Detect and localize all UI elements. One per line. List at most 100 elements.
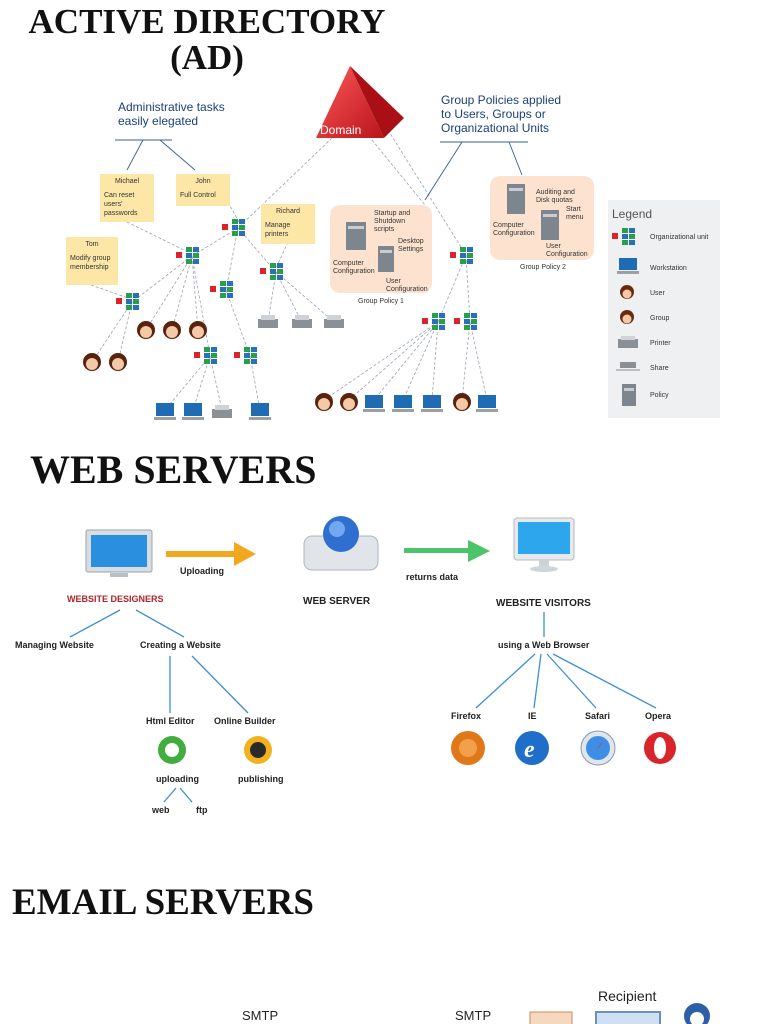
active-directory-title: ACTIVE DIRECTORY (AD): [28, 2, 386, 77]
website-designers-label: WEBSITE DESIGNERS: [67, 594, 164, 604]
ou-icon: [176, 247, 199, 264]
uploading-label: uploading: [156, 774, 199, 784]
note-name: Richard: [275, 208, 301, 215]
gp1-name: Group Policy 1: [358, 298, 404, 305]
legend-item: Organizational unit: [650, 234, 709, 241]
returns-data-arrow: [404, 540, 490, 562]
policy-icon: [622, 384, 636, 406]
printer-icon: [258, 315, 278, 328]
group-policies-note: Group Policies applied to Users, Groups …: [441, 93, 562, 135]
ftp-label: ftp: [196, 805, 208, 815]
user-icon: [315, 393, 333, 411]
user-icon: [453, 393, 471, 411]
note-name: John: [195, 178, 211, 185]
online-builder-label: Online Builder: [214, 716, 276, 726]
note-name: Michael: [114, 178, 140, 185]
user-icon: [163, 321, 181, 339]
mail-server-icon: [529, 1011, 573, 1024]
legend-title: Legend: [612, 207, 653, 221]
legend-item: User: [650, 290, 665, 297]
web-server-icon: [303, 516, 379, 571]
workstation-icon: [476, 395, 498, 412]
legend-item: Printer: [650, 340, 671, 347]
creating-website-label: Creating a Website: [140, 640, 221, 650]
note-text: Modify group membership: [70, 255, 111, 271]
legend-icons: [612, 228, 640, 406]
browser-label-safari: Safari: [585, 711, 611, 721]
user-icon: [340, 393, 358, 411]
user-icon: [83, 353, 101, 371]
printer-icon: [618, 336, 638, 348]
web-label: web: [152, 805, 170, 815]
html-editor-icon: [158, 736, 186, 764]
firefox-icon: [451, 731, 485, 765]
ou-icon: [612, 228, 635, 245]
gp1-item-startup: Startup and Shutdown scripts: [374, 210, 411, 233]
online-builder-icon: [244, 736, 272, 764]
legend-item: Policy: [650, 392, 669, 399]
workstation-icon: [392, 395, 414, 412]
ou-icon: [194, 347, 217, 364]
recipient-label: Recipient: [598, 988, 657, 1004]
smtp-label-2: SMTP: [455, 1008, 492, 1023]
user-icon: [137, 321, 155, 339]
browser-label-ie: IE: [528, 711, 537, 721]
legend-item: Workstation: [650, 265, 687, 272]
share-icon: [616, 362, 640, 371]
ie-icon: e: [515, 731, 549, 765]
group-icon: [620, 310, 634, 324]
note-text: Can reset users' passwords: [104, 192, 138, 217]
note-michael: Michael Can reset users' passwords: [100, 174, 154, 222]
legend-item: Share: [650, 365, 669, 372]
svg-text:e: e: [524, 737, 535, 763]
gp1-item-computer: Computer Configuration: [333, 260, 375, 275]
ou-icon: [260, 263, 283, 280]
web-browser-label: using a Web Browser: [498, 640, 590, 650]
workstation-icon: [617, 258, 639, 274]
gp1-item-user: User Configuration: [386, 278, 428, 293]
legend: Legend Organizational unit Workstation U…: [608, 200, 720, 418]
user-icon: [189, 321, 207, 339]
gp2-item-audit: Auditing and Disk quotas: [536, 189, 575, 204]
note-text: Manage printers: [265, 222, 291, 238]
gp2-item-start: Start menu: [566, 206, 584, 221]
web-server-label: WEB SERVER: [303, 596, 371, 607]
html-editor-label: Html Editor: [146, 716, 195, 726]
recipient-computer-icon: [595, 1011, 661, 1024]
recipient-avatar-icon: [684, 1003, 710, 1024]
printer-icon: [292, 315, 312, 328]
workstation-icon: [182, 403, 204, 420]
note-text: Full Control: [180, 192, 216, 199]
workstation-icon: [421, 395, 443, 412]
user-icon: [109, 353, 127, 371]
note-john: John Full Control: [176, 174, 230, 206]
note-name: Tom: [85, 241, 99, 248]
note-richard: Richard Manage printers: [261, 204, 315, 244]
designer-monitor-icon: [85, 529, 153, 577]
email-servers-title: EMAIL SERVERS: [12, 882, 314, 923]
workstation-icon: [249, 403, 271, 420]
publishing-label: publishing: [238, 774, 284, 784]
web-servers-title: WEB SERVERS: [30, 447, 317, 492]
ou-icon: [116, 293, 139, 310]
ou-icon: [234, 347, 257, 364]
website-visitors-label: WEBSITE VISITORS: [496, 598, 591, 609]
legend-item: Group: [650, 315, 670, 322]
browser-label-firefox: Firefox: [451, 711, 482, 721]
smtp-label-1: SMTP: [242, 1008, 279, 1023]
printer-icon: [324, 315, 344, 328]
domain-pyramid: [316, 66, 404, 138]
ou-icon: [450, 247, 473, 264]
browser-label-opera: Opera: [645, 711, 672, 721]
server-icon: [346, 184, 559, 272]
returns-data-label: returns data: [406, 572, 459, 582]
domain-label: Domain: [320, 123, 362, 137]
ou-icon: [210, 281, 233, 298]
gp2-name: Group Policy 2: [520, 264, 566, 271]
user-icon: [620, 285, 634, 299]
